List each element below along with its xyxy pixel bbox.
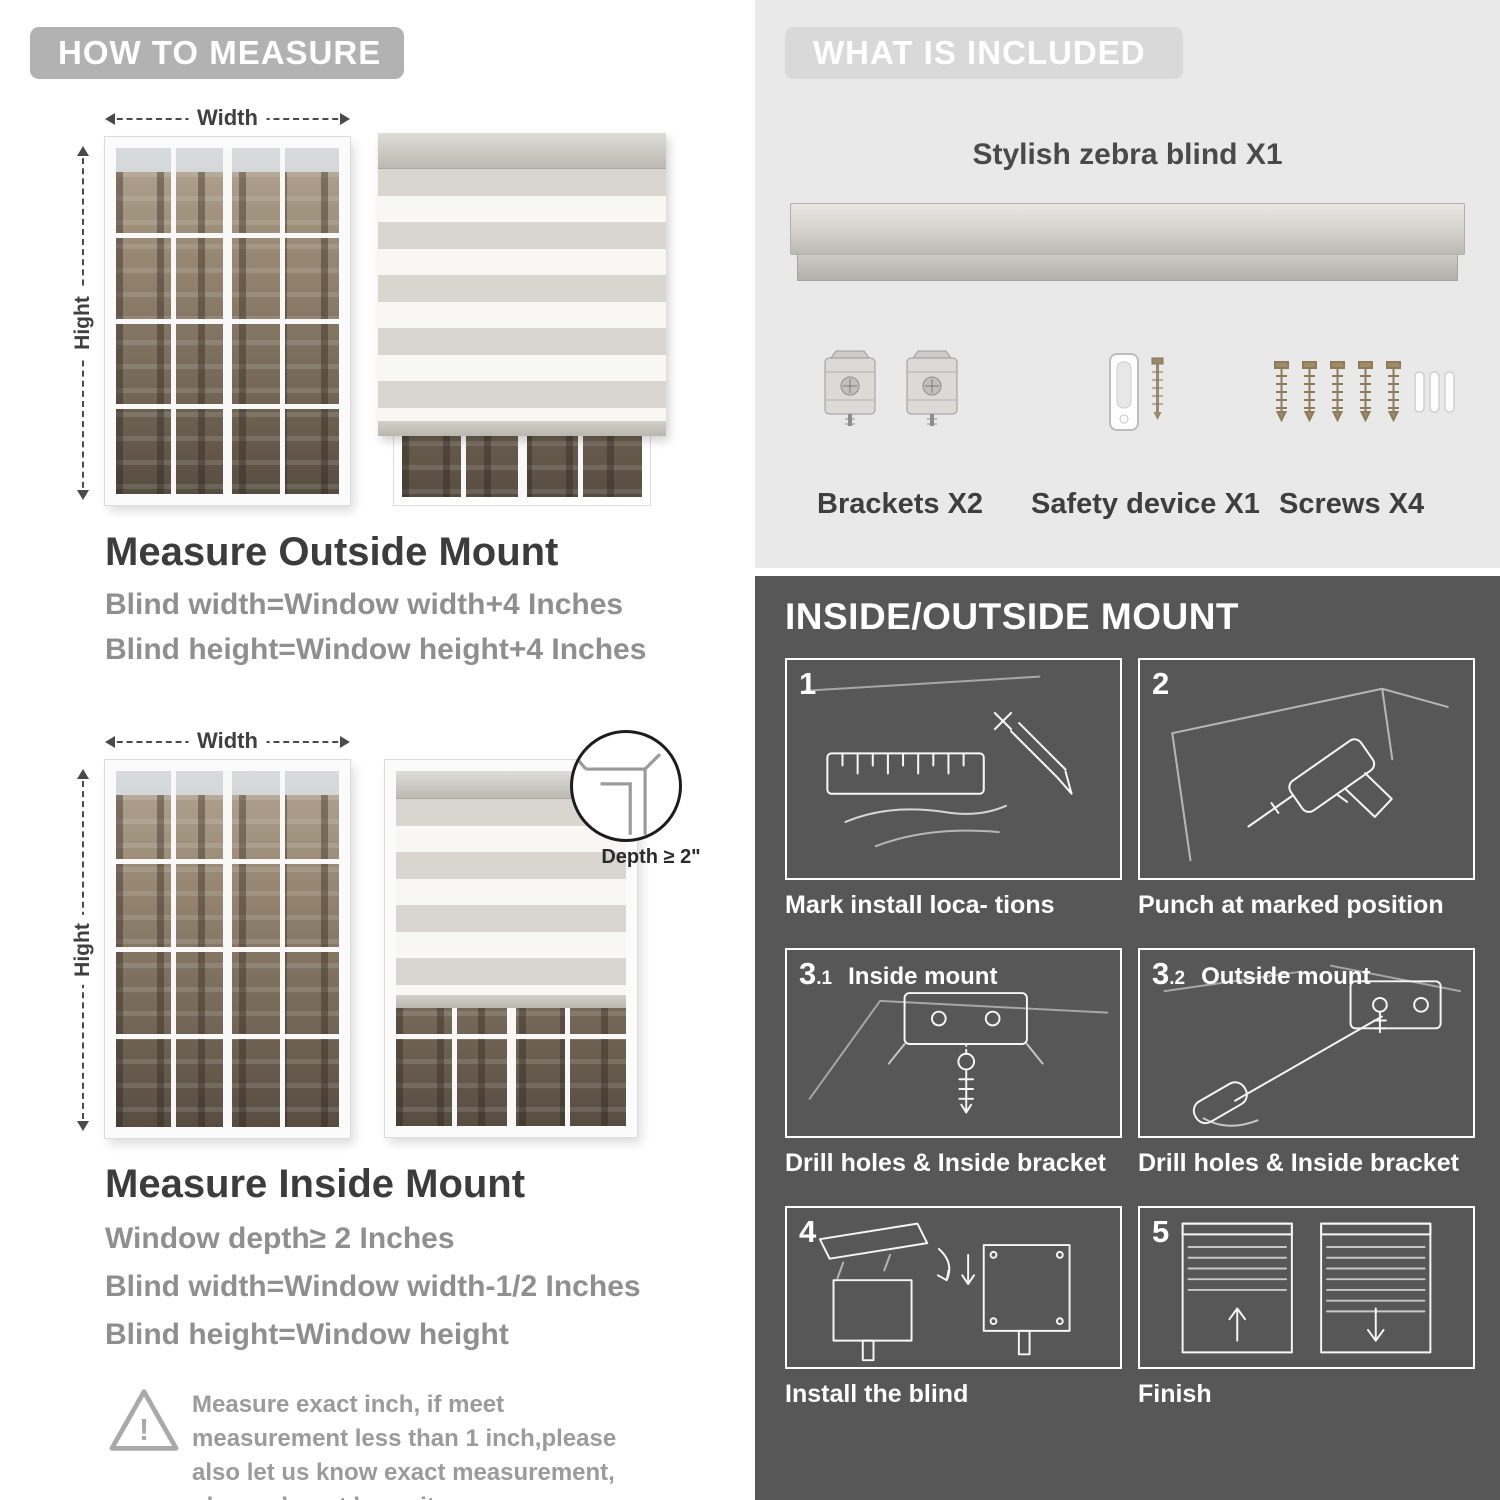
inside-height-arrow: Hight — [71, 769, 95, 1131]
step-4-caption: Install the blind — [785, 1380, 969, 1408]
depth-zoom-callout — [570, 730, 682, 842]
depth-callout-label: Depth ≥ 2" — [601, 846, 701, 868]
outside-height-label: Hight — [71, 288, 95, 358]
step-2-caption: Punch at marked position — [1138, 891, 1444, 919]
step-1-panel: 1 — [785, 658, 1122, 880]
inside-bracket-illustration — [808, 992, 1109, 1114]
brackets-illustration — [817, 348, 965, 432]
step-2: 2 Punch at — [1138, 658, 1475, 938]
what-is-included-banner: WHAT IS INCLUDED — [785, 27, 1183, 79]
step-1-caption: Mark install loca- tions — [785, 891, 1055, 919]
window-grid-muntins — [116, 771, 339, 1127]
window-illustration-outside — [105, 137, 350, 505]
step-4-panel: 4 — [785, 1206, 1122, 1369]
outside-rule-1: Blind width=Window width+4 Inches — [105, 588, 624, 621]
step-2-number: 2 — [1152, 666, 1170, 701]
inside-width-label: Width — [188, 728, 267, 754]
step-3-2-caption: Drill holes & Inside bracket — [1138, 1149, 1459, 1177]
mount-instructions-panel: INSIDE/OUTSIDE MOUNT 1 — [755, 576, 1500, 1500]
zebra-blind-outside — [378, 133, 666, 436]
step-5: 5 Fi — [1138, 1206, 1475, 1427]
mount-heading: INSIDE/OUTSIDE MOUNT — [785, 596, 1240, 637]
what-is-included-title: WHAT IS INCLUDED — [813, 34, 1146, 71]
inside-mount-heading: Measure Inside Mount — [105, 1162, 526, 1206]
inside-rule-3: Blind height=Window height — [105, 1318, 509, 1351]
step-5-number: 5 — [1152, 1214, 1170, 1249]
what-is-included-panel: WHAT IS INCLUDED Stylish zebra blind X1 — [755, 0, 1500, 568]
bracket-icon — [824, 350, 876, 426]
product-label: Stylish zebra blind X1 — [972, 138, 1283, 171]
headrail-top — [790, 203, 1465, 255]
blind-bottom-rail — [396, 995, 626, 1008]
headrail-front — [797, 255, 1458, 281]
bracket-icon — [906, 350, 958, 426]
inside-rule-2: Blind width=Window width-1/2 Inches — [105, 1270, 641, 1303]
outside-mount-heading: Measure Outside Mount — [105, 530, 559, 574]
safety-device-icon — [1109, 353, 1164, 431]
step-1: 1 Mark install loca — [785, 658, 1122, 938]
step-2-panel: 2 — [1138, 658, 1475, 880]
screws-icon — [1274, 361, 1455, 423]
inside-height-label: Hight — [71, 915, 95, 985]
outside-mount-blind-demo — [378, 133, 666, 505]
outside-height-arrow: Hight — [71, 146, 95, 500]
mount-steps-grid: 1 Mark install loca — [785, 658, 1475, 1427]
screws-label: Screws X4 — [1279, 488, 1425, 520]
step-3-1-caption: Drill holes & Inside bracket — [785, 1149, 1106, 1177]
blind-stripes — [396, 799, 626, 995]
warning-triangle-icon: ! — [106, 1386, 182, 1459]
blind-bottom-rail — [378, 421, 666, 436]
outside-width-label: Width — [188, 105, 267, 131]
safety-device-label: Safety device X1 — [1031, 488, 1260, 520]
drill-illustration — [1171, 687, 1449, 862]
brackets-label: Brackets X2 — [817, 488, 984, 520]
blind-stripes — [378, 169, 666, 421]
step-1-number: 1 — [799, 666, 817, 701]
how-to-measure-banner: HOW TO MEASURE — [30, 27, 404, 79]
step-4-number: 4 — [799, 1214, 817, 1249]
outside-width-arrow: Width — [105, 105, 350, 131]
blind-cassette — [378, 133, 666, 169]
inside-width-arrow: Width — [105, 728, 350, 754]
how-to-measure-title: HOW TO MEASURE — [58, 34, 382, 71]
screws-illustration — [1267, 358, 1463, 443]
window-grid-muntins — [116, 148, 339, 494]
window-illustration-inside — [105, 760, 350, 1138]
mark-locations-illustration — [804, 675, 1073, 848]
outside-bracket-illustration — [1163, 964, 1462, 1127]
inside-rule-1: Window depth≥ 2 Inches — [105, 1222, 455, 1255]
window-corner-detail-icon — [573, 753, 662, 835]
outside-rule-2: Blind height=Window height+4 Inches — [105, 633, 647, 666]
install-blind-illustration — [818, 1222, 1071, 1362]
step-5-caption: Finish — [1138, 1380, 1212, 1408]
inside-mount-blind-demo — [385, 760, 637, 1137]
zebra-blind-headrail-illustration — [790, 203, 1465, 281]
step-5-panel: 5 — [1138, 1206, 1475, 1369]
measure-note-text: Measure exact inch, if meet measurement … — [192, 1391, 617, 1500]
finish-illustration — [1181, 1222, 1432, 1354]
safety-device-illustration — [1090, 350, 1186, 443]
warning-exclamation: ! — [139, 1414, 149, 1447]
step-4: 4 — [785, 1206, 1122, 1427]
